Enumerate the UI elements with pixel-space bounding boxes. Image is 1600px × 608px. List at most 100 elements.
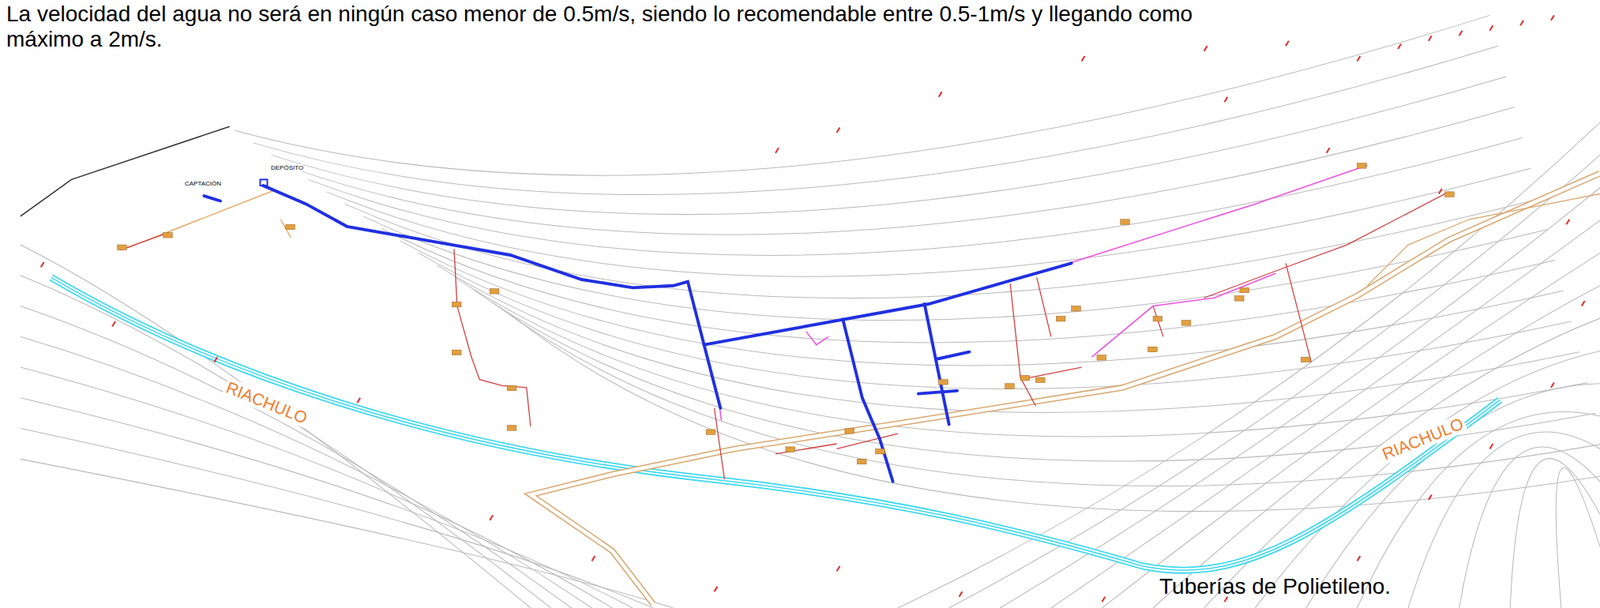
contour-lines <box>20 15 1600 608</box>
house-symbol <box>1071 306 1082 312</box>
road <box>530 173 1600 605</box>
place-label: DEPÓSITO <box>270 164 304 172</box>
grid-tick <box>837 127 841 132</box>
contour-line <box>326 168 1531 277</box>
house-symbol <box>1005 383 1015 389</box>
house-symbol <box>451 301 462 307</box>
house-symbol <box>1096 355 1107 361</box>
grid-ticks <box>41 15 1585 602</box>
grid-tick <box>1581 300 1585 306</box>
contour-line <box>1555 467 1600 608</box>
house-symbol <box>1148 346 1158 352</box>
grid-tick <box>356 398 361 403</box>
contour-line <box>999 187 1600 608</box>
contour-line <box>345 199 1540 299</box>
pink-pipes <box>719 165 1368 421</box>
house-symbol <box>507 385 517 391</box>
house-symbol <box>1234 296 1244 301</box>
house-symbol <box>845 428 855 434</box>
house-symbol <box>451 349 462 355</box>
grid-tick <box>1566 219 1570 225</box>
house-symbol <box>1153 316 1163 322</box>
orange-pipe <box>127 189 292 248</box>
grid-tick <box>938 91 943 97</box>
house-symbol <box>1356 163 1367 169</box>
tank-symbol <box>259 179 267 186</box>
grid-tick <box>1428 495 1432 500</box>
house-symbol <box>1181 320 1191 326</box>
house-symbol <box>507 425 517 431</box>
grid-tick <box>1459 30 1463 36</box>
contour-line <box>252 45 1498 195</box>
house-symbol <box>875 448 886 454</box>
contour-line <box>1356 412 1600 608</box>
red-pipes <box>120 191 1449 480</box>
grid-tick <box>1326 147 1330 153</box>
contour-line <box>20 367 613 608</box>
contour-line <box>492 301 1600 486</box>
grid-tick <box>591 555 595 561</box>
grid-tick <box>41 262 45 267</box>
grid-tick <box>775 147 779 153</box>
grid-tick <box>1285 41 1289 46</box>
contour-line <box>400 240 1564 366</box>
house-symbol <box>1055 316 1066 322</box>
grid-tick <box>1551 15 1555 20</box>
grid-tick <box>214 356 218 362</box>
grid-tick <box>1397 44 1401 49</box>
contour-line <box>1051 220 1600 608</box>
house-symbol <box>856 458 867 464</box>
contour-line <box>20 306 572 608</box>
grid-tick <box>1356 56 1360 61</box>
grid-tick <box>1428 35 1432 41</box>
grid-tick <box>1520 20 1524 26</box>
house-symbol <box>1300 356 1311 362</box>
river <box>51 277 1501 571</box>
contour-line <box>307 137 1523 256</box>
contour-line <box>1509 458 1600 608</box>
grid-tick <box>713 586 718 592</box>
house-symbol <box>1445 191 1455 197</box>
house-symbol <box>117 244 128 250</box>
grid-tick <box>1204 45 1208 51</box>
contour-line <box>1459 446 1600 608</box>
grid-tick <box>489 514 493 520</box>
contour-line <box>1153 285 1600 608</box>
contour-line <box>1204 318 1600 608</box>
house-symbol <box>1035 377 1045 383</box>
boundary-line <box>20 126 230 217</box>
house-symbol <box>285 224 296 230</box>
contour-line <box>271 76 1507 215</box>
contour-line <box>897 122 1600 608</box>
house-symbol <box>706 429 716 435</box>
contour-line <box>363 216 1548 321</box>
house-symbol <box>785 446 796 452</box>
grid-tick <box>1224 97 1229 102</box>
contour-line <box>1101 252 1600 608</box>
contour-line <box>289 107 1515 236</box>
grid-tick <box>1489 25 1493 31</box>
grid-tick <box>1356 555 1360 561</box>
house-symbol <box>163 232 173 238</box>
house-symbol <box>938 379 949 385</box>
contour-line <box>454 277 1588 437</box>
house-symbol <box>489 289 500 294</box>
contour-line <box>234 15 1490 176</box>
grid-tick <box>1551 382 1555 387</box>
contour-line <box>510 314 1600 512</box>
house-symbols <box>117 163 1455 465</box>
river-label: RIACHULO <box>221 377 312 429</box>
grid-tick <box>112 321 116 327</box>
grid-tick <box>959 591 963 597</box>
place-label: CAPTACIÓN <box>184 180 222 188</box>
grid-tick <box>1081 56 1086 61</box>
house-symbol <box>1120 219 1131 225</box>
grid-tick <box>837 566 841 571</box>
grid-tick <box>1489 443 1493 449</box>
note-text: La velocidad del agua no será en ningún … <box>6 1 1239 53</box>
grid-tick <box>1438 188 1443 194</box>
caption-text: Tuberías de Polietileno. <box>1159 574 1391 600</box>
contour-line <box>436 265 1580 414</box>
grid-tick <box>1101 597 1105 602</box>
